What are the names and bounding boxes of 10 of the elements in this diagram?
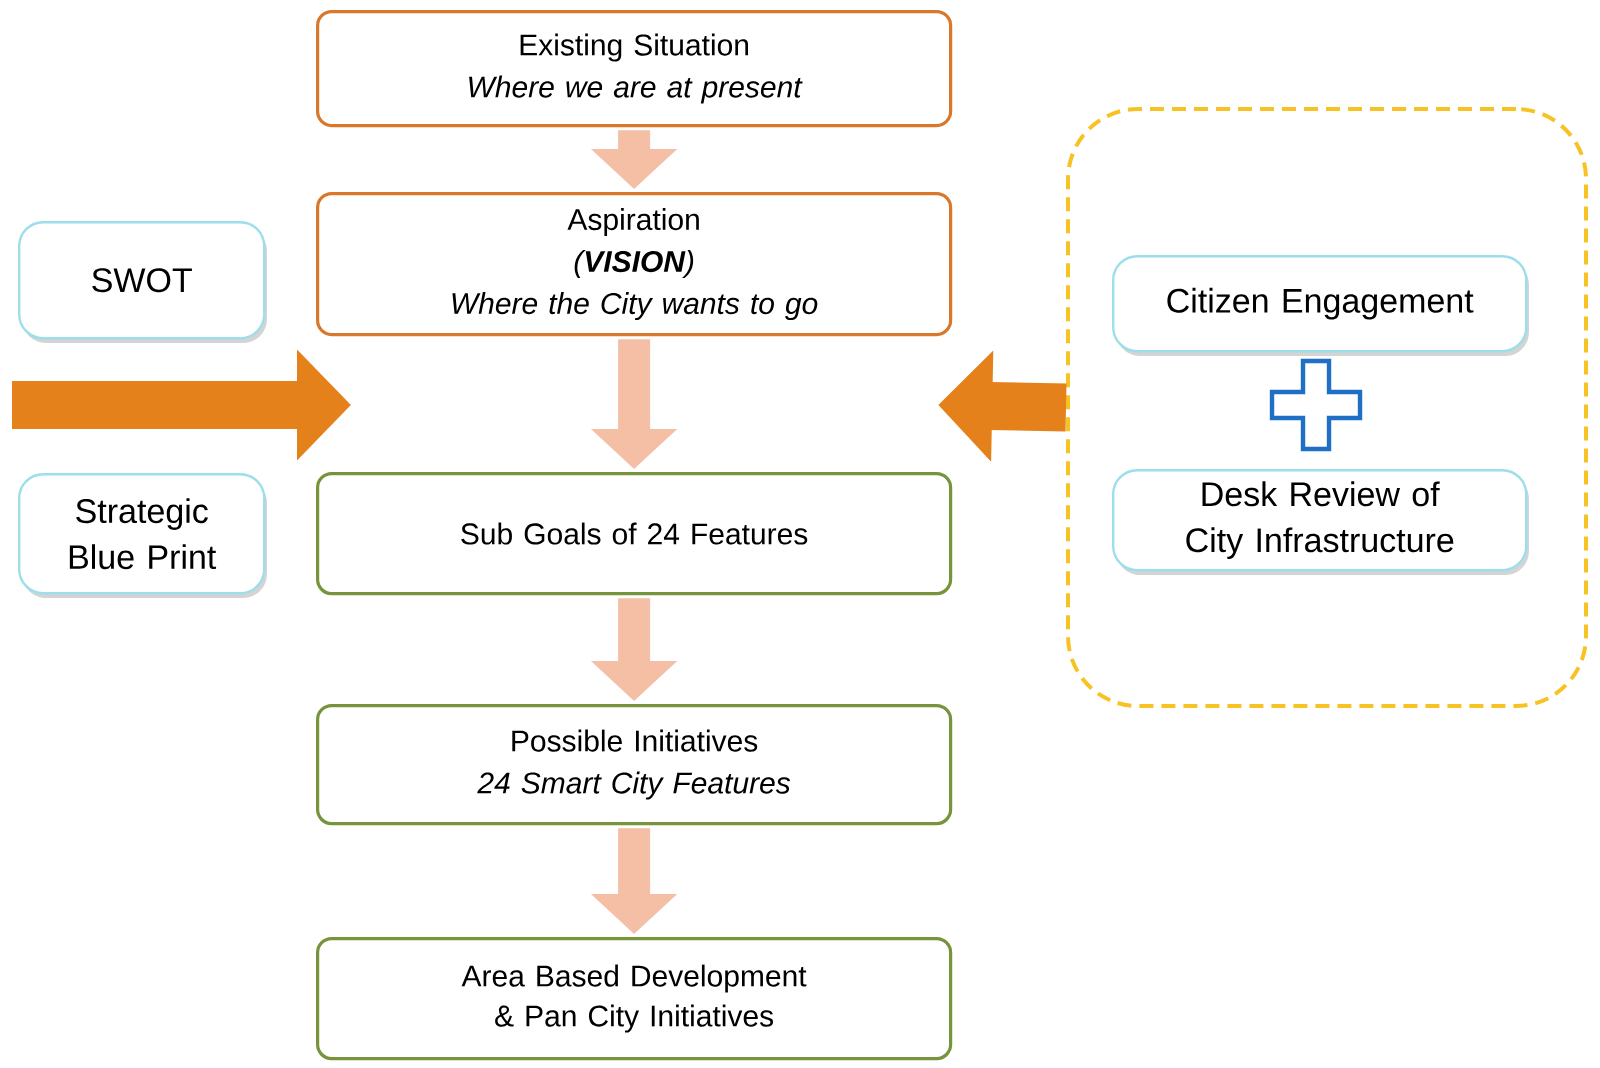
process-box: Area Based Development & Pan City Initiatives — [316, 937, 953, 1061]
input-box: Strategic Blue Print — [18, 473, 267, 598]
dashed-region — [1066, 107, 1588, 708]
process-box: Existing Situation Where we are at present — [316, 10, 953, 128]
input-box: Citizen Engagement — [1112, 255, 1529, 356]
process-box: Sub Goals of 24 Features — [316, 472, 953, 596]
input-box: SWOT — [18, 221, 267, 343]
process-box: Possible Initiatives 24 Smart City Features — [316, 704, 953, 826]
process-box: Aspiration (VISION) Where the City wants to go — [316, 192, 953, 337]
input-box: Desk Review of City Infrastructure — [1112, 469, 1529, 575]
